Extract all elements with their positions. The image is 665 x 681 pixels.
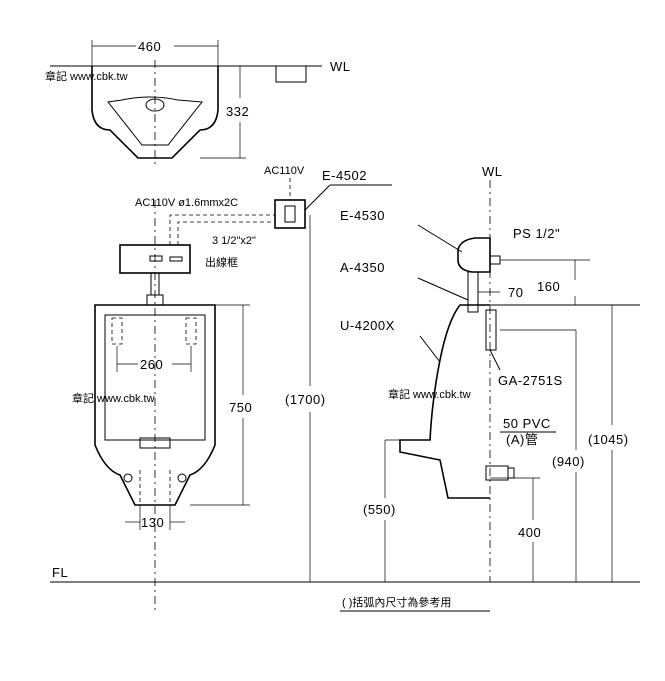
footnote: ( )括弧內尺寸為參考用 (342, 595, 451, 609)
watermark-top: 章記 www.cbk.tw (45, 69, 128, 83)
front-view: AC110V ø1.6mmx2C 3 1/2"x2" 出線框 260 (72, 197, 326, 610)
supply-pipe-label: PS 1/2" (513, 226, 560, 241)
height-1700-dim: (1700) (285, 392, 326, 407)
flush-valve-model: E-4530 (340, 208, 385, 223)
top-view-wall-label: WL (330, 59, 351, 74)
dim-940: (940) (552, 454, 585, 469)
front-urinal-body (94, 304, 216, 506)
urinal-model: U-4200X (340, 318, 395, 333)
top-depth-dim: 332 (226, 104, 249, 119)
watermark-side: 章記 www.cbk.tw (388, 387, 471, 401)
outlet-box-name: 出線框 (205, 255, 238, 269)
dim-70: 70 (508, 285, 523, 300)
side-urinal-body (399, 304, 490, 499)
dim-400: 400 (518, 525, 541, 540)
dim-1045: (1045) (588, 432, 629, 447)
dim-160: 160 (537, 279, 560, 294)
trap-model: GA-2751S (498, 373, 563, 388)
top-view: WL 460 332 章記 www.cbk.tw (45, 39, 351, 165)
valve-model: A-4350 (340, 260, 385, 275)
wall-box (275, 65, 307, 83)
supply-label: AC110V ø1.6mmx2C (135, 197, 238, 209)
bolt-spacing-dim: 260 (140, 357, 163, 372)
height-750-dim: 750 (229, 400, 252, 415)
side-wall-label: WL (482, 164, 503, 179)
side-view: WL AC110V E-4502 E-4530 PS 1/2" A-4350 7… (264, 164, 640, 582)
sensor-box (274, 199, 306, 229)
drain-pipe-type: (A)管 (506, 432, 538, 447)
dim-550: (550) (363, 502, 396, 517)
top-width-dim: 460 (138, 39, 161, 54)
watermark-front: 章記 www.cbk.tw (72, 391, 155, 405)
floor-label: FL (52, 565, 68, 580)
power-label: AC110V (264, 165, 305, 177)
sensor-model: E-4502 (322, 168, 367, 183)
outlet-box-size: 3 1/2"x2" (212, 235, 256, 247)
drain-pipe-label: 50 PVC (503, 416, 551, 431)
drain-width-dim: 130 (141, 515, 164, 530)
flush-valve-body (457, 237, 491, 273)
